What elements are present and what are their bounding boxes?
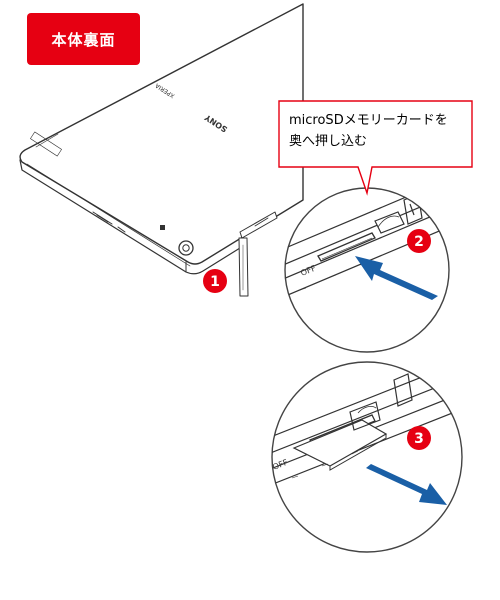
nfc-mark [160, 225, 165, 230]
callout-line-2: 奥へ押し込む [289, 134, 368, 149]
magnified-view-insert: OFF [284, 187, 450, 353]
title-badge: 本体裏面 [27, 13, 140, 65]
push-arrow-icon [355, 256, 438, 300]
callout-border [278, 100, 473, 196]
side-buttons [92, 211, 126, 233]
open-flap [238, 237, 249, 297]
step-badge-1: 1 [203, 269, 227, 293]
step-number-2: 2 [414, 234, 424, 250]
tablet-back: SONY XPERIA [19, 3, 304, 297]
regulatory-marks [30, 131, 62, 157]
microsd-card-inserted [374, 211, 405, 234]
step-number-3: 3 [414, 431, 424, 447]
tablet-outline [19, 3, 304, 265]
magnified-view-release: OFF [271, 361, 463, 553]
release-arrow-icon [366, 464, 447, 505]
title-badge-label: 本体裏面 [51, 30, 116, 49]
step-number-1: 1 [210, 274, 220, 290]
card-slot [317, 232, 376, 262]
instruction-callout: microSDメモリーカードを 奥へ押し込む [279, 101, 472, 167]
step-badge-3: 3 [407, 426, 431, 450]
step-badge-2: 2 [407, 229, 431, 253]
callout-line-1: microSDメモリーカードを [289, 113, 448, 128]
